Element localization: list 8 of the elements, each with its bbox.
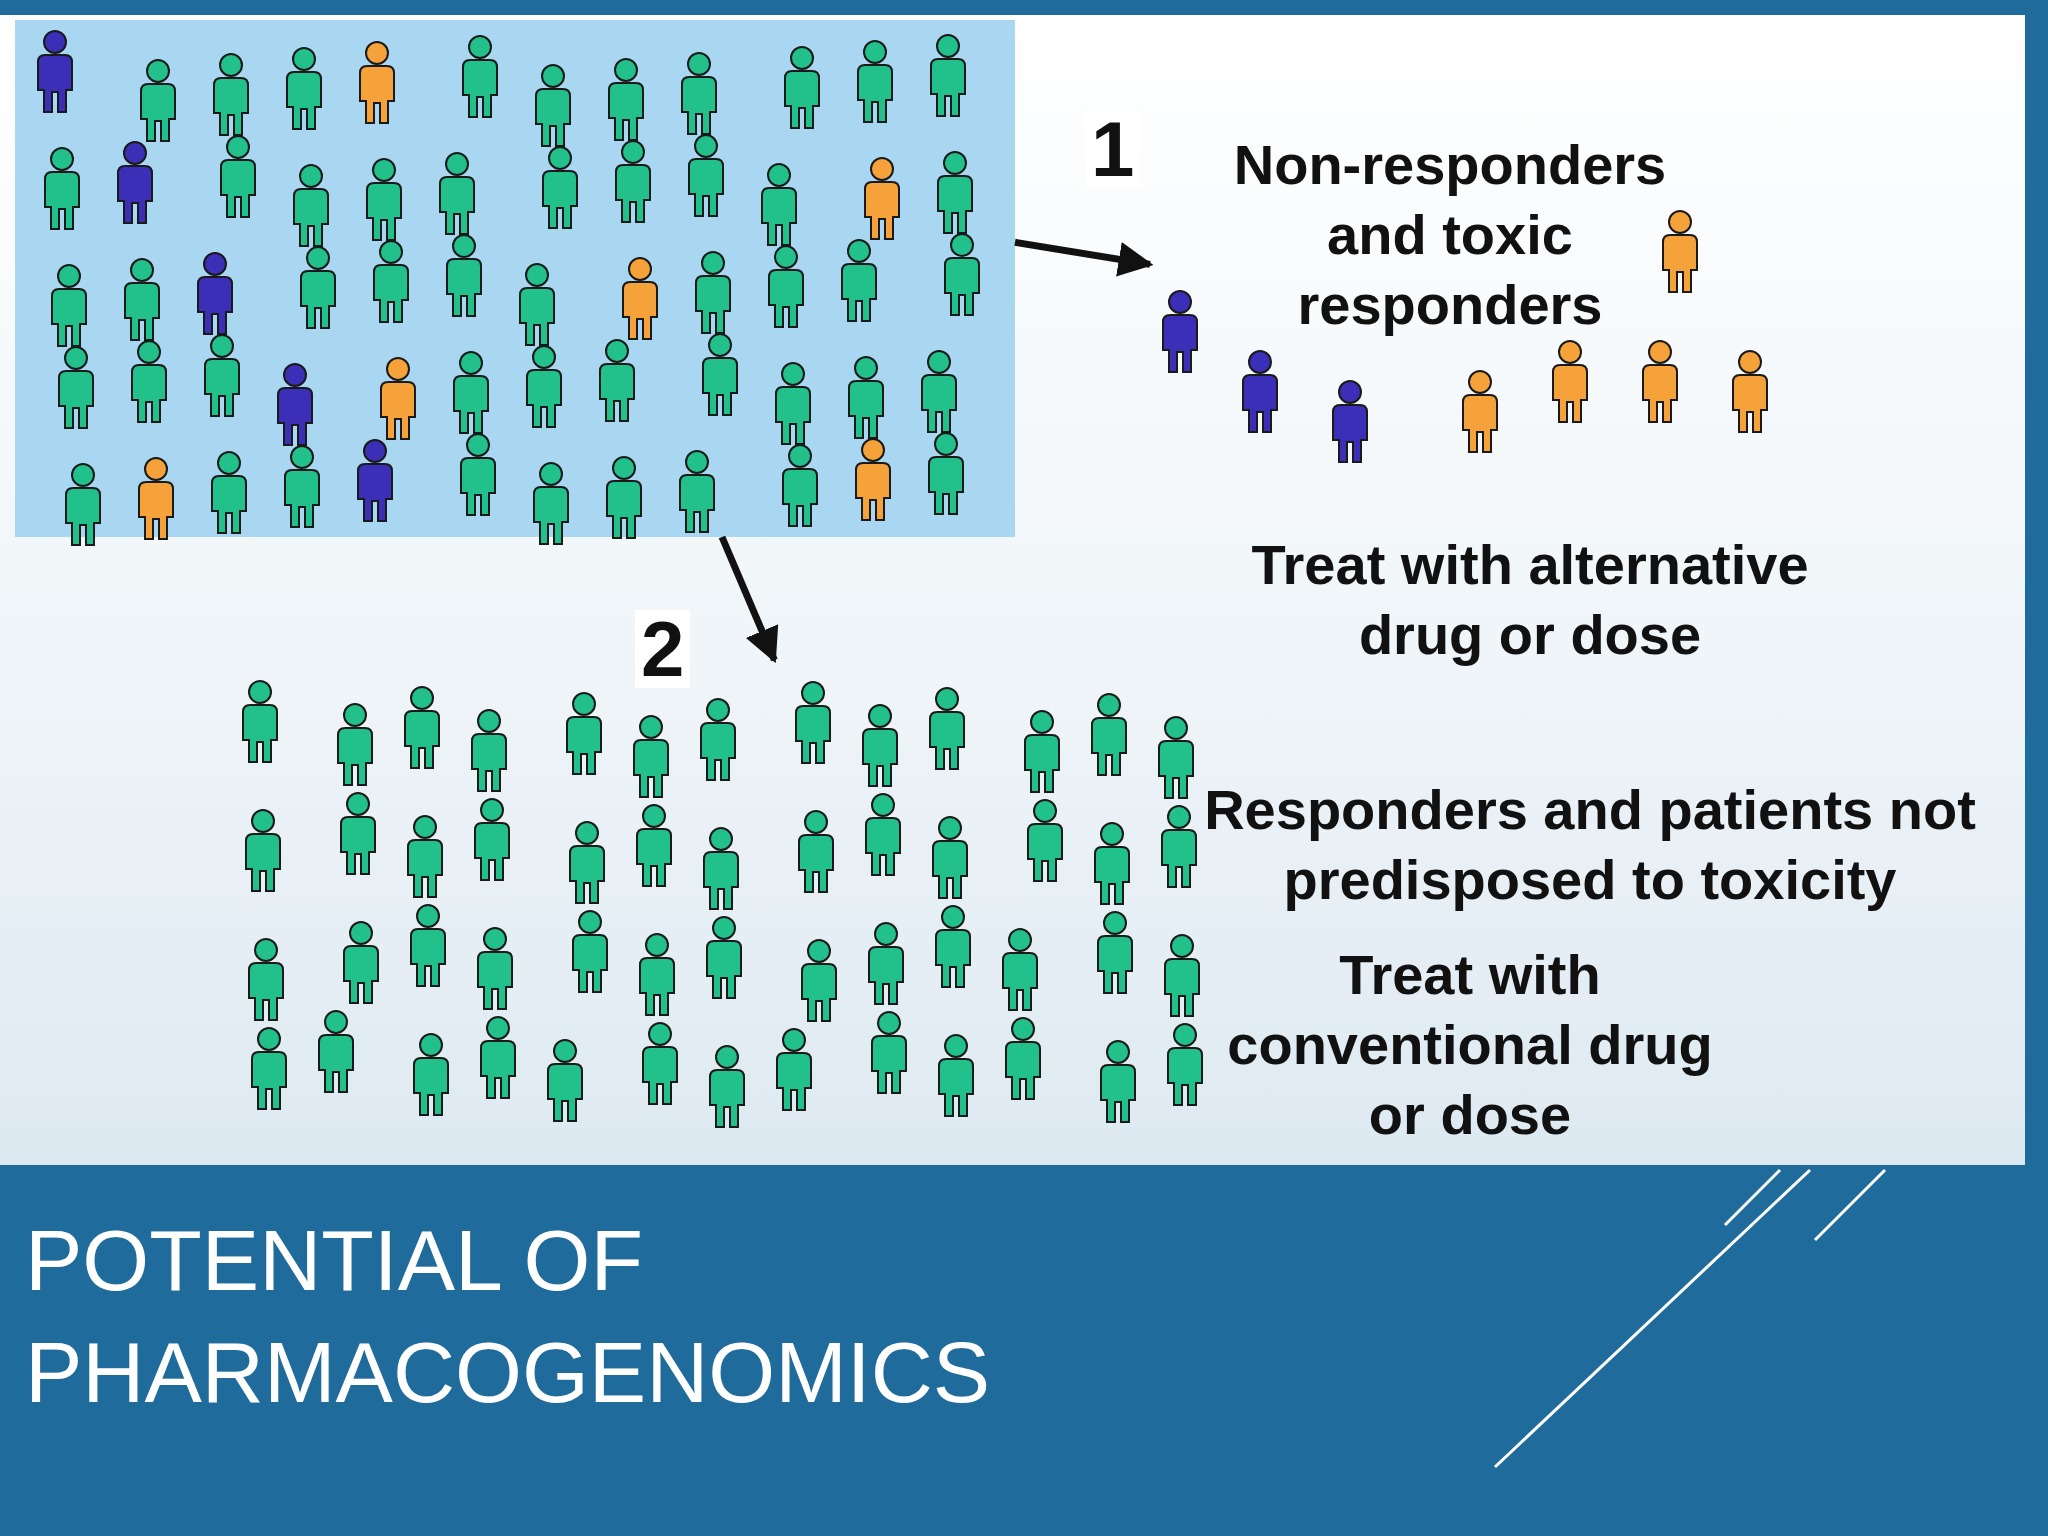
arrow bbox=[1014, 238, 1154, 277]
treatment-note: Treat with alternative drug or dose bbox=[1250, 532, 1810, 668]
group-heading: Non-responders and toxic responders bbox=[1232, 132, 1668, 338]
treatment-note: Treat with conventional drug or dose bbox=[1226, 942, 1714, 1148]
slide-title: POTENTIAL OF PHARMACOGENOMICS bbox=[25, 1211, 992, 1422]
arrow bbox=[718, 535, 779, 664]
step-number: 2 bbox=[635, 610, 691, 688]
group-heading: Responders and patients not predisposed to toxicity bbox=[1203, 777, 1977, 913]
